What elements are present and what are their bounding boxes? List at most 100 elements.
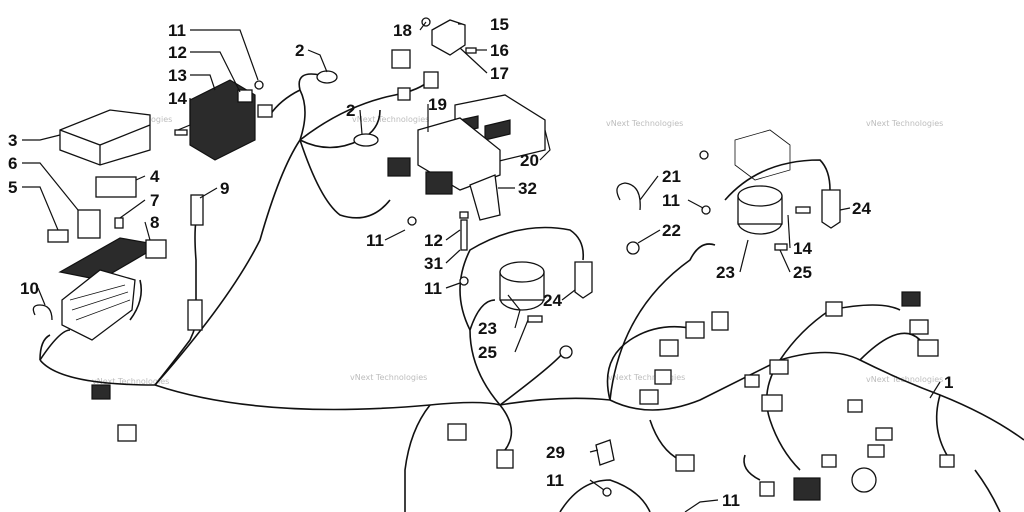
watermark-8: vNext Technologies (866, 375, 943, 384)
clamp-21 (616, 182, 641, 211)
connector-far-g (761, 394, 783, 412)
clip-7 (114, 217, 124, 229)
callout-31-bolt: 31 (424, 254, 443, 273)
connector-right-b (659, 339, 679, 357)
callout-11-coil-nut: 11 (424, 279, 442, 298)
callout-10-clamp: 10 (20, 279, 39, 298)
sensor-9-connector (187, 299, 203, 331)
screw-25a (527, 315, 543, 323)
nut-11e (701, 205, 711, 215)
ignition-coil-23a (499, 261, 545, 311)
bracket-12 (237, 89, 253, 103)
sleeve-2a (316, 70, 338, 84)
connector-right-a (685, 321, 705, 339)
ignition-coil-23b (737, 185, 783, 235)
ground-terminal (559, 345, 573, 359)
connector-19b (425, 171, 453, 195)
watermark-2: vNext Technologies (352, 115, 429, 124)
callout-32-plate: 32 (518, 179, 537, 198)
callout-23-coil-center: 23 (478, 319, 497, 338)
callout-11-bottom-nut: 11 (722, 491, 740, 510)
connector-right-d (654, 369, 672, 385)
callout-2-sleeve-mid: 2 (346, 101, 355, 120)
connector-far-h (847, 399, 863, 413)
callout-24-cap-right: 24 (852, 199, 871, 218)
plug-cap-24b (821, 189, 841, 229)
callout-12-washer: 12 (424, 231, 443, 250)
callout-25-screw-right: 25 (793, 263, 812, 282)
callout-20-ecu: 20 (520, 151, 539, 170)
callouts: 11 12 13 14 3 6 5 4 7 8 9 10 2 2 18 15 1… (8, 15, 953, 510)
connector-center-d (675, 454, 695, 472)
connector-far-i (875, 427, 893, 441)
leader-lines (22, 21, 941, 512)
callout-23-coil-right: 23 (716, 263, 735, 282)
connector-center-b (496, 449, 514, 469)
connector-far-a (825, 301, 843, 317)
connector-far-d (917, 339, 939, 357)
watermark-4: vNext Technologies (866, 119, 943, 128)
callout-14-screw-right: 14 (793, 239, 812, 258)
callout-11-regulator-nut: 11 (168, 21, 186, 40)
callout-13-regulator: 13 (168, 66, 187, 85)
callout-12-regulator-bracket: 12 (168, 43, 187, 62)
callout-11-fitting-nut: 11 (546, 471, 564, 490)
nut-11d (699, 150, 709, 160)
fuse-block (61, 269, 136, 341)
connector-far-m (939, 454, 955, 468)
relay-bracket-15 (431, 19, 466, 56)
callout-18-nut: 18 (393, 21, 412, 40)
callout-17-relay: 17 (490, 64, 509, 83)
connector-far-b (901, 291, 921, 307)
screw-14 (174, 129, 188, 136)
callout-2-sleeve-top: 2 (295, 41, 304, 60)
fitting-29 (595, 439, 615, 466)
callout-14-screw: 14 (168, 89, 187, 108)
connector-center-c (639, 389, 659, 405)
connector-top-a (391, 49, 411, 69)
callout-24-cap-center: 24 (543, 291, 562, 310)
nut-11b (407, 216, 417, 226)
connector-far-j (867, 444, 885, 458)
callout-4-relay: 4 (150, 167, 160, 186)
connector-far-k (793, 477, 821, 501)
connector-far-l (759, 481, 775, 497)
ground-terminal-22 (626, 241, 640, 255)
connector-left-b (117, 424, 137, 442)
callout-8-board: 8 (150, 213, 159, 232)
callout-7-clip: 7 (150, 191, 159, 210)
sleeve-2b (353, 133, 379, 147)
connector-far-n (821, 454, 837, 468)
screw-14b (795, 206, 811, 214)
nut-11f (602, 487, 612, 497)
callout-3-cover: 3 (8, 131, 17, 150)
callout-11-solenoid-nut: 11 (662, 191, 680, 210)
callout-15-bracket: 15 (490, 15, 509, 34)
watermark-5: vNext Technologies (92, 377, 169, 386)
washer-12b (459, 211, 469, 219)
mount-plate-32 (469, 174, 501, 221)
watermark-7: vNext Technologies (608, 373, 685, 382)
connector-far-c (909, 319, 929, 335)
callout-22-terminal: 22 (662, 221, 681, 240)
callout-1-harness: 1 (944, 373, 953, 392)
callout-11-bracket-nut: 11 (366, 231, 384, 250)
screw-25b (774, 243, 788, 251)
callout-29-fitting: 29 (546, 443, 565, 462)
watermark-6: vNext Technologies (350, 373, 427, 382)
relay-box-cover (59, 109, 151, 166)
callout-19-bracket: 19 (428, 95, 447, 114)
connector-far-f (744, 374, 760, 388)
nut-11c (459, 276, 469, 286)
connector-19a (387, 157, 411, 177)
connector-right-c (711, 311, 729, 331)
connector-center-a (447, 423, 467, 441)
relay-4 (95, 176, 137, 198)
plug-cap-24a (574, 261, 593, 299)
horn-connector (851, 467, 877, 493)
clamp-10 (32, 304, 53, 321)
connector-reg (257, 104, 273, 118)
connector-far-e (769, 359, 789, 375)
callout-21-clamp: 21 (662, 167, 681, 186)
